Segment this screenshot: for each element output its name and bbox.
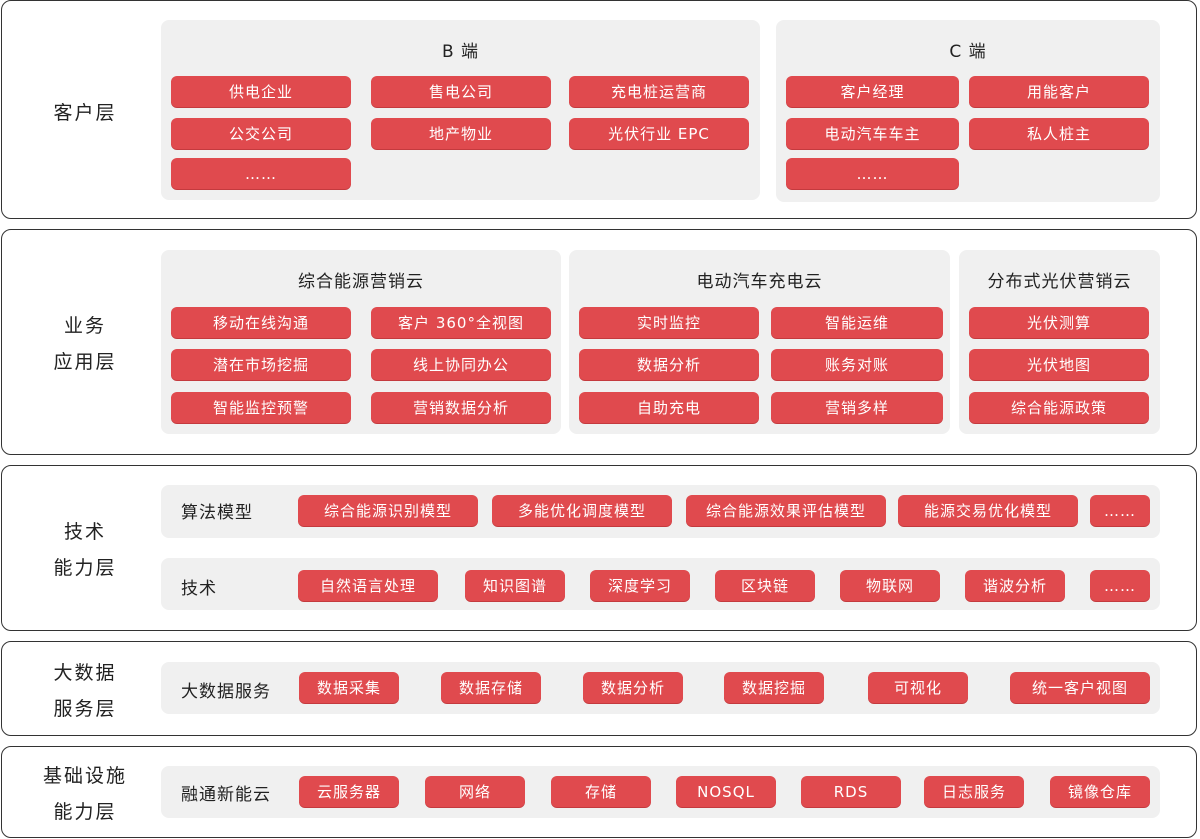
chip-tag: 营销数据分析: [371, 392, 551, 423]
chip-tag: 谐波分析: [965, 570, 1065, 601]
chip-tag: 统一客户视图: [1010, 672, 1150, 703]
chip-tag: 数据分析: [579, 349, 759, 380]
chip-tag: 能源交易优化模型: [898, 495, 1078, 526]
chip-tag: NOSQL: [676, 776, 776, 807]
row-label-bigdata: 大数据服务: [181, 682, 271, 702]
chip-tag: 知识图谱: [465, 570, 565, 601]
layer-label-business-2: 应用层: [53, 351, 117, 373]
row-label-infra: 融通新能云: [181, 785, 271, 805]
panel-title-b-end: B 端: [441, 42, 480, 62]
chip-tag: ……: [1090, 495, 1150, 526]
layer-label-business-1: 业务: [63, 315, 106, 337]
chip-tag: 电动汽车车主: [786, 118, 959, 149]
chip-tag: 多能优化调度模型: [492, 495, 672, 526]
chip-tag: 光伏测算: [969, 307, 1149, 338]
row-label-algorithms: 算法模型: [181, 503, 253, 523]
chip-tag: ……: [786, 158, 959, 189]
chip-tag: 数据分析: [583, 672, 683, 703]
chip-tag: 光伏行业 EPC: [569, 118, 749, 149]
chip-tag: 自然语言处理: [298, 570, 438, 601]
chip-tag: 区块链: [715, 570, 815, 601]
chip-tag: 公交公司: [171, 118, 351, 149]
chip-tag: 数据存储: [441, 672, 541, 703]
panel-title-energy-marketing: 综合能源营销云: [298, 272, 424, 292]
chip-tag: 镜像仓库: [1050, 776, 1150, 807]
chip-tag: 物联网: [840, 570, 940, 601]
chip-tag: 实时监控: [579, 307, 759, 338]
layer-label-tech-1: 技术: [63, 521, 106, 543]
chip-tag: 售电公司: [371, 76, 551, 107]
layer-label-infra-2: 能力层: [53, 801, 117, 823]
chip-tag: 私人桩主: [969, 118, 1149, 149]
layer-label-customer: 客户层: [53, 102, 117, 124]
chip-tag: 移动在线沟通: [171, 307, 351, 338]
chip-tag: 客户 360°全视图: [371, 307, 551, 338]
chip-tag: 数据挖掘: [724, 672, 824, 703]
panel-title-pv-marketing: 分布式光伏营销云: [987, 272, 1132, 292]
chip-tag: 智能监控预警: [171, 392, 351, 423]
layer-label-bigdata-2: 服务层: [53, 698, 117, 720]
chip-tag: 充电桩运营商: [569, 76, 749, 107]
panel-title-ev-charging: 电动汽车充电云: [696, 272, 823, 292]
chip-tag: 智能运维: [771, 307, 943, 338]
chip-tag: 供电企业: [171, 76, 351, 107]
chip-tag: 日志服务: [924, 776, 1024, 807]
chip-tag: 地产物业: [371, 118, 551, 149]
row-label-technology: 技术: [181, 579, 217, 599]
chip-tag: 综合能源政策: [969, 392, 1149, 423]
chip-tag: 自助充电: [579, 392, 759, 423]
chip-tag: 可视化: [868, 672, 968, 703]
chip-tag: 综合能源识别模型: [298, 495, 478, 526]
chip-tag: 线上协同办公: [371, 349, 551, 380]
chip-tag: RDS: [801, 776, 901, 807]
layer-label-infra-1: 基础设施: [42, 765, 127, 787]
chip-tag: 云服务器: [299, 776, 399, 807]
chip-tag: ……: [171, 158, 351, 189]
chip-tag: ……: [1090, 570, 1150, 601]
chip-tag: 深度学习: [590, 570, 690, 601]
layer-label-tech-2: 能力层: [53, 557, 117, 579]
chip-tag: 光伏地图: [969, 349, 1149, 380]
chip-tag: 数据采集: [299, 672, 399, 703]
chip-tag: 综合能源效果评估模型: [686, 495, 886, 526]
chip-tag: 网络: [425, 776, 525, 807]
layer-label-bigdata-1: 大数据: [53, 662, 117, 684]
chip-tag: 潜在市场挖掘: [171, 349, 351, 380]
chip-tag: 存储: [551, 776, 651, 807]
chip-tag: 营销多样: [771, 392, 943, 423]
chip-tag: 客户经理: [786, 76, 959, 107]
chip-tag: 用能客户: [969, 76, 1149, 107]
chip-tag: 账务对账: [771, 349, 943, 380]
panel-title-c-end: C 端: [949, 42, 987, 62]
